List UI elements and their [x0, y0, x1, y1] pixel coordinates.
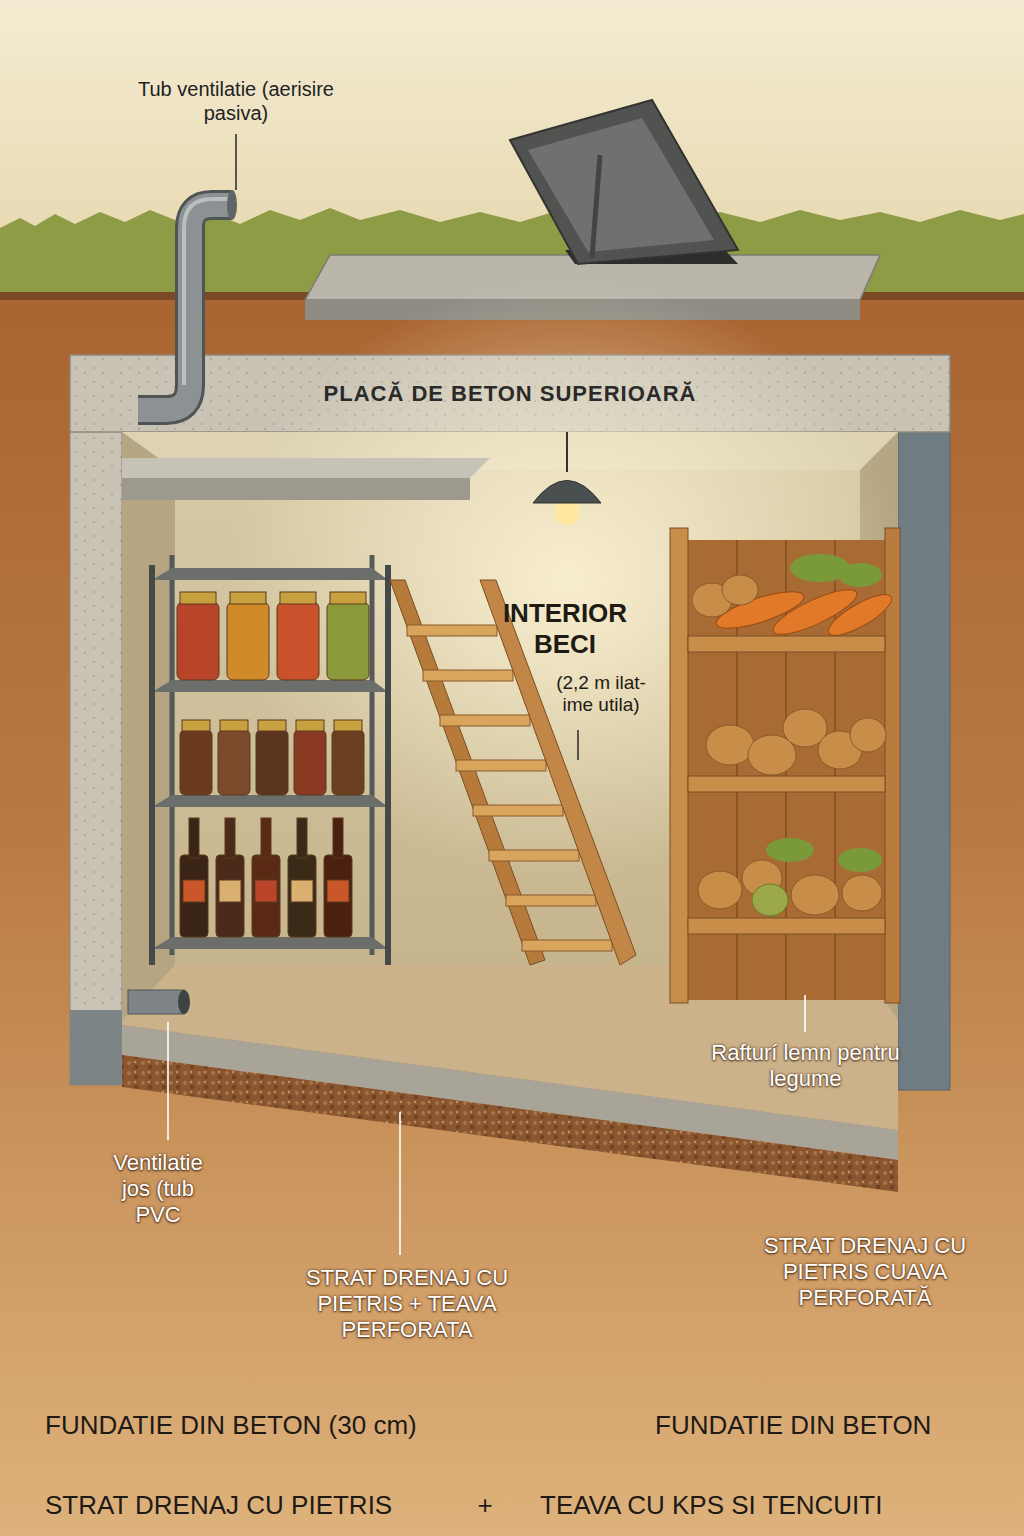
note-label: TEAVA CU KPS SI TENCUITI: [540, 1490, 1010, 1521]
dimension-label: (2,2 m ilat- ime utila): [540, 672, 662, 717]
callout-label: Tub ventilatie (aerisire pasiva): [136, 78, 336, 125]
concrete-structure: [70, 280, 950, 1192]
callout-label: Ventilatie jos (tub PVC: [98, 1150, 218, 1228]
room-title: INTERIOR BECI: [500, 598, 630, 659]
note-label: FUNDATIE DIN BETON (30 cm): [45, 1410, 485, 1441]
vent-pipe: [138, 199, 232, 410]
note-label: +: [470, 1490, 500, 1521]
callout-label: STRAT DRENAJ CU PIETRIS + TEAVA PERFORAT…: [272, 1265, 542, 1343]
lamp: [533, 432, 601, 525]
vegetable-shelf: [670, 528, 900, 1003]
metal-shelf: [152, 555, 388, 965]
leader-lines: [168, 134, 805, 1255]
note-label: STRAT DRENAJ CU PIETRIS: [45, 1490, 455, 1521]
callout-label: Rafturí lemn pentru legume: [708, 1040, 903, 1092]
wooden-stairs: [390, 580, 636, 965]
slab-label: PLACĂ DE BETON SUPERIOARĂ: [324, 381, 697, 407]
callout-label: STRAT DRENAJ CU PIETRIS CUAVA PERFORATĂ: [750, 1233, 980, 1311]
note-label: FUNDATIE DIN BETON: [655, 1410, 995, 1441]
slab-band: PLACĂ DE BETON SUPERIOARĂ: [70, 355, 950, 432]
